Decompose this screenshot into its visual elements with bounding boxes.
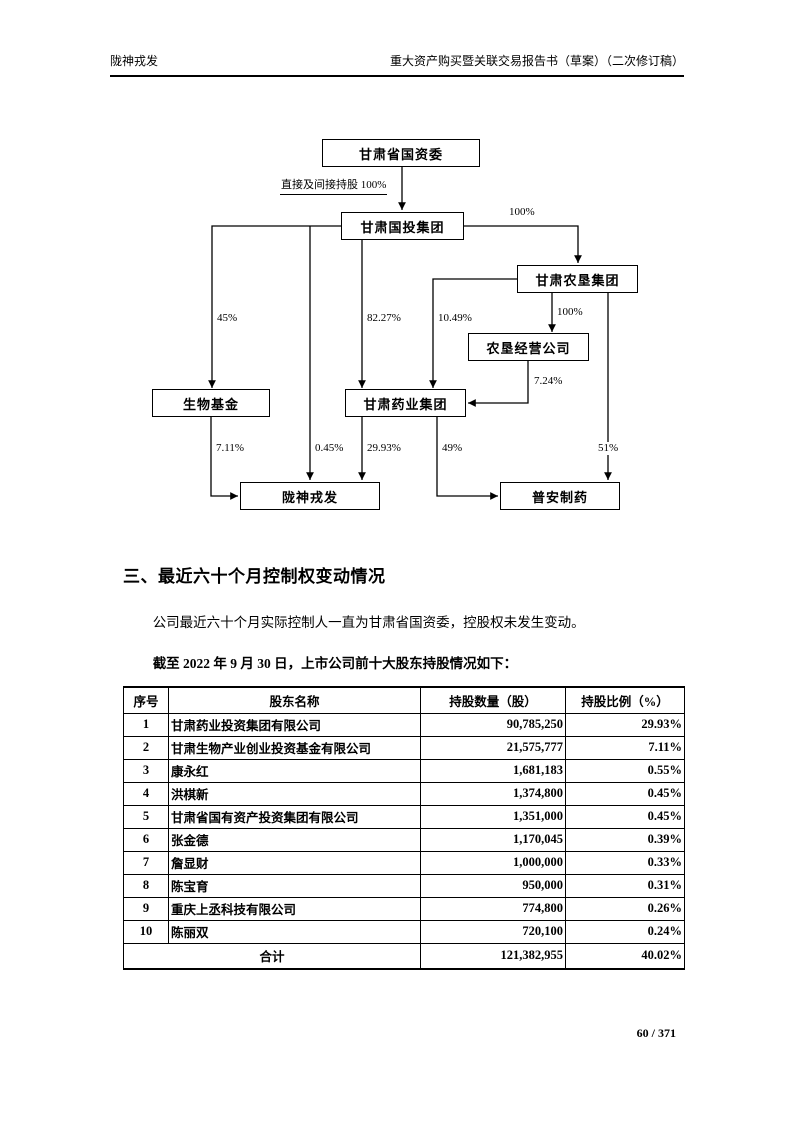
edge-line-guotou-nongken — [464, 225, 582, 263]
section-heading: 三、最近六十个月控制权变动情况 — [123, 567, 386, 586]
diagram-node-nongken-jingying: 农垦经营公司 — [468, 333, 589, 361]
table-cell-name: 甘肃生物产业创业投资基金有限公司 — [168, 735, 421, 760]
table-cell-index: 2 — [123, 735, 169, 760]
edge-label-0-45: 0.45% — [314, 442, 345, 455]
table-cell-name: 詹显财 — [168, 850, 421, 875]
edge-line-shengwu-longshen — [210, 417, 238, 500]
table-row: 5 甘肃省国有资产投资集团有限公司 1,351,000 0.45% — [123, 804, 685, 829]
table-cell-index: 6 — [123, 827, 169, 852]
table-cell-ratio: 0.33% — [565, 850, 685, 875]
table-cell-ratio: 29.93% — [565, 712, 685, 737]
edge-label-82-27: 82.27% — [366, 312, 402, 325]
diagram-node-gansu-guotou: 甘肃国投集团 — [341, 212, 464, 240]
table-cell-index: 1 — [123, 712, 169, 737]
diagram-node-shengwu-fund: 生物基金 — [152, 389, 270, 417]
table-header-index: 序号 — [123, 686, 169, 714]
table-row: 9 重庆上丞科技有限公司 774,800 0.26% — [123, 896, 685, 921]
edge-line-yaoye-puan — [436, 417, 498, 500]
table-cell-index: 7 — [123, 850, 169, 875]
diagram-node-gansu-yaoye: 甘肃药业集团 — [345, 389, 466, 417]
table-cell-shares: 1,681,183 — [420, 758, 566, 783]
table-cell-total-ratio: 40.02% — [565, 942, 685, 970]
ownership-lines — [208, 167, 612, 500]
table-cell-shares: 774,800 — [420, 896, 566, 921]
diagram-node-gansu-nongken: 甘肃农垦集团 — [517, 265, 638, 293]
edge-label-29-93: 29.93% — [366, 442, 402, 455]
table-cell-index: 10 — [123, 919, 169, 944]
table-cell-shares: 720,100 — [420, 919, 566, 944]
table-row: 1 甘肃药业投资集团有限公司 90,785,250 29.93% — [123, 712, 685, 737]
table-cell-shares: 1,000,000 — [420, 850, 566, 875]
table-cell-shares: 90,785,250 — [420, 712, 566, 737]
table-row: 3 康永红 1,681,183 0.55% — [123, 758, 685, 783]
edge-label-holding-100: 直接及间接持股 100% — [280, 179, 388, 195]
table-cell-shares: 1,170,045 — [420, 827, 566, 852]
table-cell-name: 康永红 — [168, 758, 421, 783]
edge-label-49: 49% — [441, 442, 464, 455]
table-cell-name: 甘肃省国有资产投资集团有限公司 — [168, 804, 421, 829]
edge-label-51: 51% — [597, 442, 620, 455]
header-right-title: 重大资产购买暨关联交易报告书（草案）（二次修订稿） — [389, 54, 684, 68]
edge-line-jingying-yaoye — [468, 361, 529, 407]
page-number: 60 / 371 — [636, 1026, 676, 1040]
diagram-node-longshen-rongfa: 陇神戎发 — [240, 482, 380, 510]
edge-label-100-jingying: 100% — [556, 306, 584, 319]
edge-line-nongken-yaoye — [429, 278, 517, 388]
table-header-name: 股东名称 — [168, 686, 421, 714]
section-paragraph: 公司最近六十个月实际控制人一直为甘肃省国资委，控股权未发生变动。 — [152, 615, 585, 630]
table-cell-shares: 950,000 — [420, 873, 566, 898]
table-cell-name: 洪棋新 — [168, 781, 421, 806]
edge-label-45: 45% — [216, 312, 239, 325]
table-cell-shares: 1,374,800 — [420, 781, 566, 806]
edge-label-7-11: 7.11% — [215, 442, 246, 455]
edge-label-10-49: 10.49% — [437, 312, 473, 325]
table-cell-name: 甘肃药业投资集团有限公司 — [168, 712, 421, 737]
table-cell-ratio: 0.55% — [565, 758, 685, 783]
table-row: 10 陈丽双 720,100 0.24% — [123, 919, 685, 944]
table-cell-index: 3 — [123, 758, 169, 783]
table-row: 8 陈宝育 950,000 0.31% — [123, 873, 685, 898]
table-total-row: 合计 121,382,955 40.02% — [123, 942, 685, 970]
table-cell-shares: 1,351,000 — [420, 804, 566, 829]
diagram-node-gansu-guoziwei: 甘肃省国资委 — [322, 139, 480, 167]
table-cell-shares: 21,575,777 — [420, 735, 566, 760]
table-cell-index: 9 — [123, 896, 169, 921]
table-row: 6 张金德 1,170,045 0.39% — [123, 827, 685, 852]
table-cell-ratio: 7.11% — [565, 735, 685, 760]
table-cell-name: 重庆上丞科技有限公司 — [168, 896, 421, 921]
table-cell-ratio: 0.26% — [565, 896, 685, 921]
table-cell-index: 5 — [123, 804, 169, 829]
table-cell-ratio: 0.45% — [565, 804, 685, 829]
table-cell-ratio: 0.24% — [565, 919, 685, 944]
table-cell-name: 陈宝育 — [168, 873, 421, 898]
diagram-node-puan-zhiyao: 普安制药 — [500, 482, 620, 510]
table-row: 2 甘肃生物产业创业投资基金有限公司 21,575,777 7.11% — [123, 735, 685, 760]
table-intro: 截至 2022 年 9 月 30 日，上市公司前十大股东持股情况如下： — [152, 656, 518, 671]
table-cell-index: 4 — [123, 781, 169, 806]
table-header-ratio: 持股比例（%） — [565, 686, 685, 714]
edge-label-100-nongken: 100% — [508, 206, 536, 219]
table-cell-name: 陈丽双 — [168, 919, 421, 944]
table-cell-ratio: 0.39% — [565, 827, 685, 852]
header-left-title: 陇神戎发 — [110, 54, 159, 68]
table-header-row: 序号 股东名称 持股数量（股） 持股比例（%） — [123, 686, 685, 714]
document-header: 陇神戎发 重大资产购买暨关联交易报告书（草案）（二次修订稿） — [110, 52, 684, 77]
table-cell-ratio: 0.45% — [565, 781, 685, 806]
shareholder-table: 序号 股东名称 持股数量（股） 持股比例（%） 1 甘肃药业投资集团有限公司 9… — [123, 686, 685, 970]
edge-line-guotou-shengwu — [208, 225, 341, 388]
table-cell-name: 张金德 — [168, 827, 421, 852]
table-cell-index: 8 — [123, 873, 169, 898]
edge-label-7-24: 7.24% — [533, 375, 564, 388]
table-cell-ratio: 0.31% — [565, 873, 685, 898]
table-cell-total-shares: 121,382,955 — [420, 942, 566, 970]
ownership-structure-diagram: 甘肃省国资委 甘肃国投集团 甘肃农垦集团 农垦经营公司 甘肃药业集团 生物基金 … — [0, 130, 793, 530]
table-row: 4 洪棋新 1,374,800 0.45% — [123, 781, 685, 806]
table-row: 7 詹显财 1,000,000 0.33% — [123, 850, 685, 875]
table-header-shares: 持股数量（股） — [420, 686, 566, 714]
table-cell-total-label: 合计 — [123, 942, 421, 970]
